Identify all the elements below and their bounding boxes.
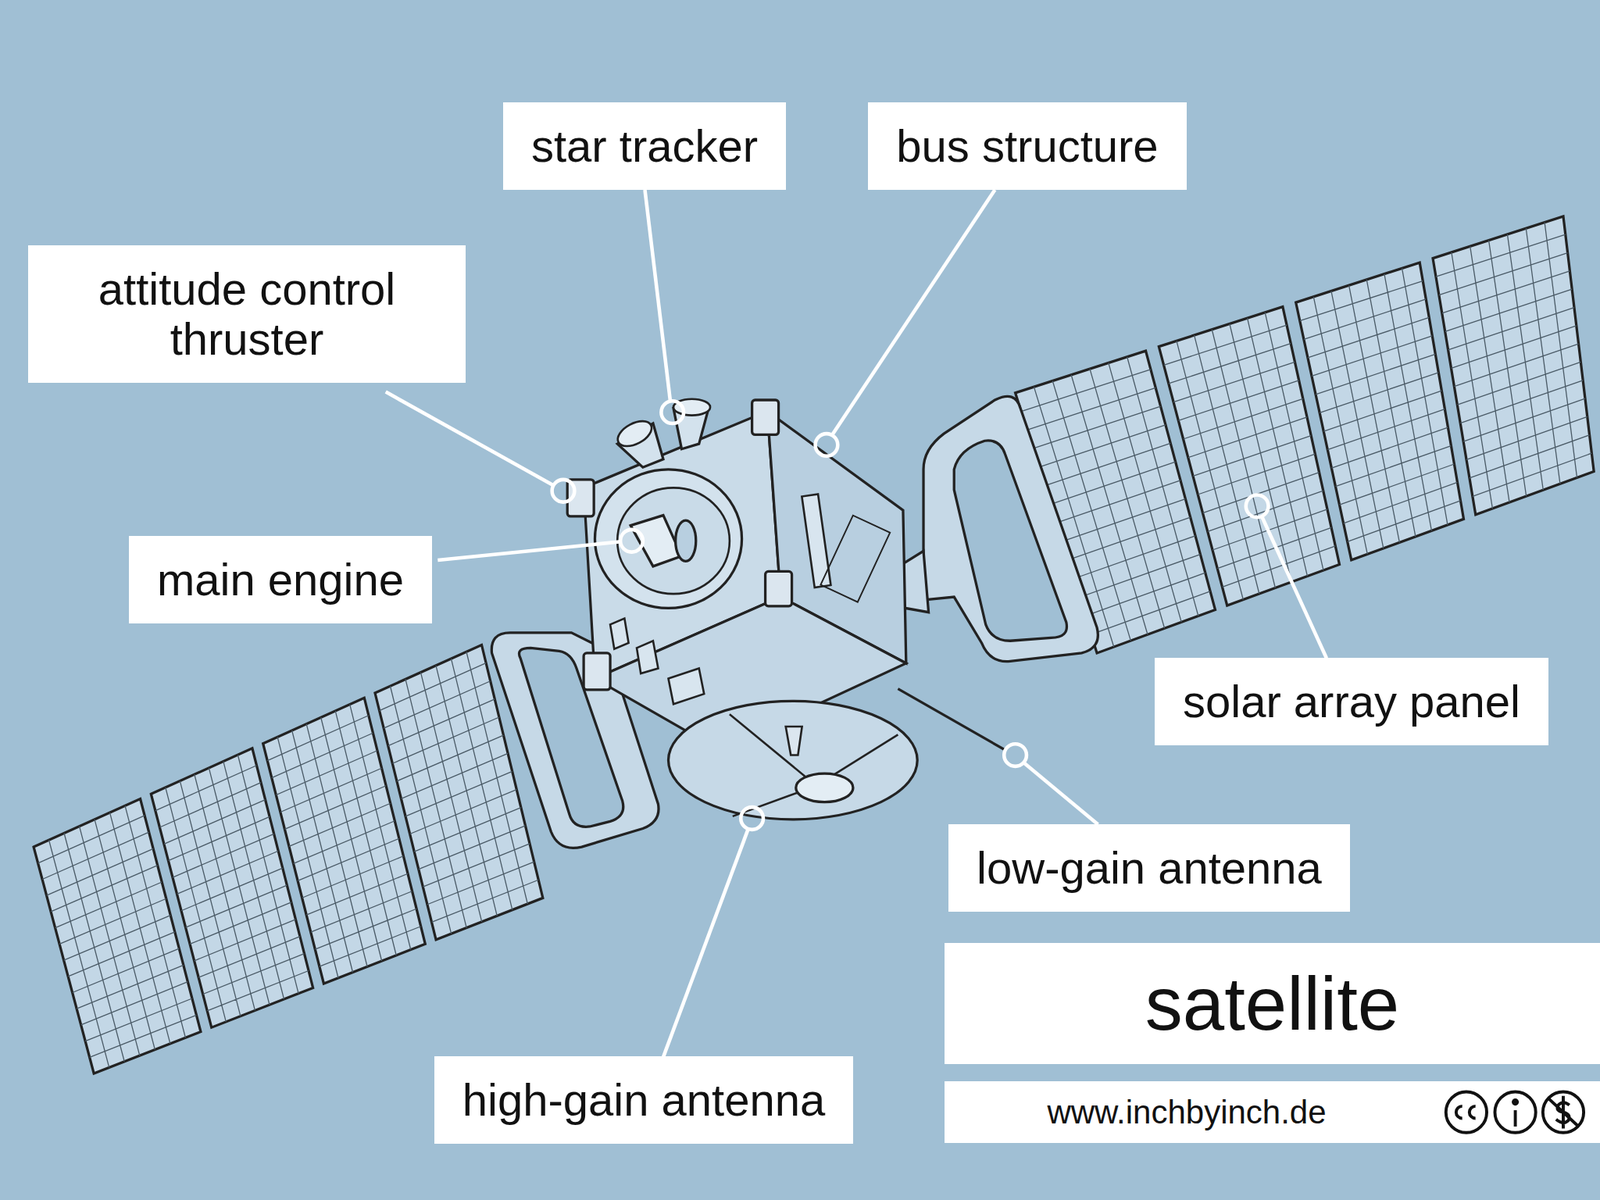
by-icon	[1494, 1092, 1536, 1133]
footer-band-icons	[1428, 1081, 1600, 1143]
solar-panel	[1432, 216, 1594, 515]
callout-label-box: high-gain antenna	[434, 1056, 854, 1144]
solar-panel	[1296, 262, 1465, 561]
dish-struts	[729, 714, 899, 817]
callout-dot	[815, 433, 839, 457]
thruster-block	[765, 571, 793, 606]
callout-label: solar array panel	[1182, 676, 1521, 727]
leader-line	[1024, 763, 1098, 825]
leader-line	[385, 392, 555, 486]
engine-throat	[675, 520, 697, 561]
callout-label-box: attitude control thruster	[28, 245, 466, 383]
dish-feed	[796, 773, 854, 803]
low-gain-antenna	[897, 689, 1005, 750]
engine-ring	[594, 469, 742, 609]
callout-label-box: low-gain antenna	[948, 824, 1350, 912]
nc-icon	[1542, 1092, 1584, 1133]
thruster-block	[752, 400, 779, 435]
dish	[668, 700, 918, 820]
panel-grid	[1435, 222, 1592, 509]
callout-dot	[552, 479, 575, 503]
dish-mount	[785, 726, 803, 756]
callout-dot	[1246, 494, 1269, 518]
side-panel	[820, 515, 890, 603]
footer-band: www.inchbyinch.de	[944, 1081, 1429, 1143]
engine-nozzle	[630, 515, 682, 567]
by-head	[1511, 1098, 1519, 1106]
leader-line	[663, 829, 748, 1058]
leader-line	[644, 189, 671, 403]
panel-grid	[1300, 267, 1461, 554]
callout-label-box: main engine	[128, 535, 433, 624]
box-detail	[610, 618, 629, 650]
left-yoke-hole	[518, 647, 623, 827]
box-detail	[636, 640, 658, 674]
footer-ground	[1428, 1081, 1600, 1143]
by-mark	[1514, 1110, 1518, 1127]
title: satellite	[944, 942, 1600, 1065]
star-tracker-lens	[614, 416, 657, 452]
callout-dot	[740, 807, 764, 830]
callout-label: bus structure	[896, 121, 1158, 172]
engine-ring-inner	[617, 487, 730, 594]
cc-mark	[1456, 1106, 1476, 1119]
callout-label: star tracker	[531, 121, 758, 172]
right-yoke	[887, 396, 1098, 661]
callout-label: low-gain antenna	[976, 842, 1322, 893]
callout-dot	[620, 529, 643, 553]
leader-line	[831, 189, 995, 436]
callout-label: main engine	[157, 554, 404, 605]
title-band: satellite	[944, 942, 1600, 1065]
box-detail	[668, 668, 705, 705]
nc-mark	[1547, 1096, 1579, 1129]
callout-label: attitude control thruster	[56, 264, 438, 365]
watermark-url: www.inchbyinch.de	[944, 1081, 1429, 1143]
cc-icon	[1446, 1092, 1487, 1133]
callout-dot	[660, 400, 684, 424]
leader-line	[1262, 517, 1327, 658]
right-yoke-hole	[953, 440, 1067, 641]
callout-label-box: solar array panel	[1154, 657, 1549, 746]
callout-label-box: bus structure	[867, 102, 1186, 190]
callout-label: high-gain antenna	[462, 1075, 825, 1125]
callout-label-box: star tracker	[503, 102, 786, 190]
thruster-block	[583, 653, 611, 690]
leader-line	[437, 542, 619, 561]
callout-dot	[1003, 743, 1027, 767]
